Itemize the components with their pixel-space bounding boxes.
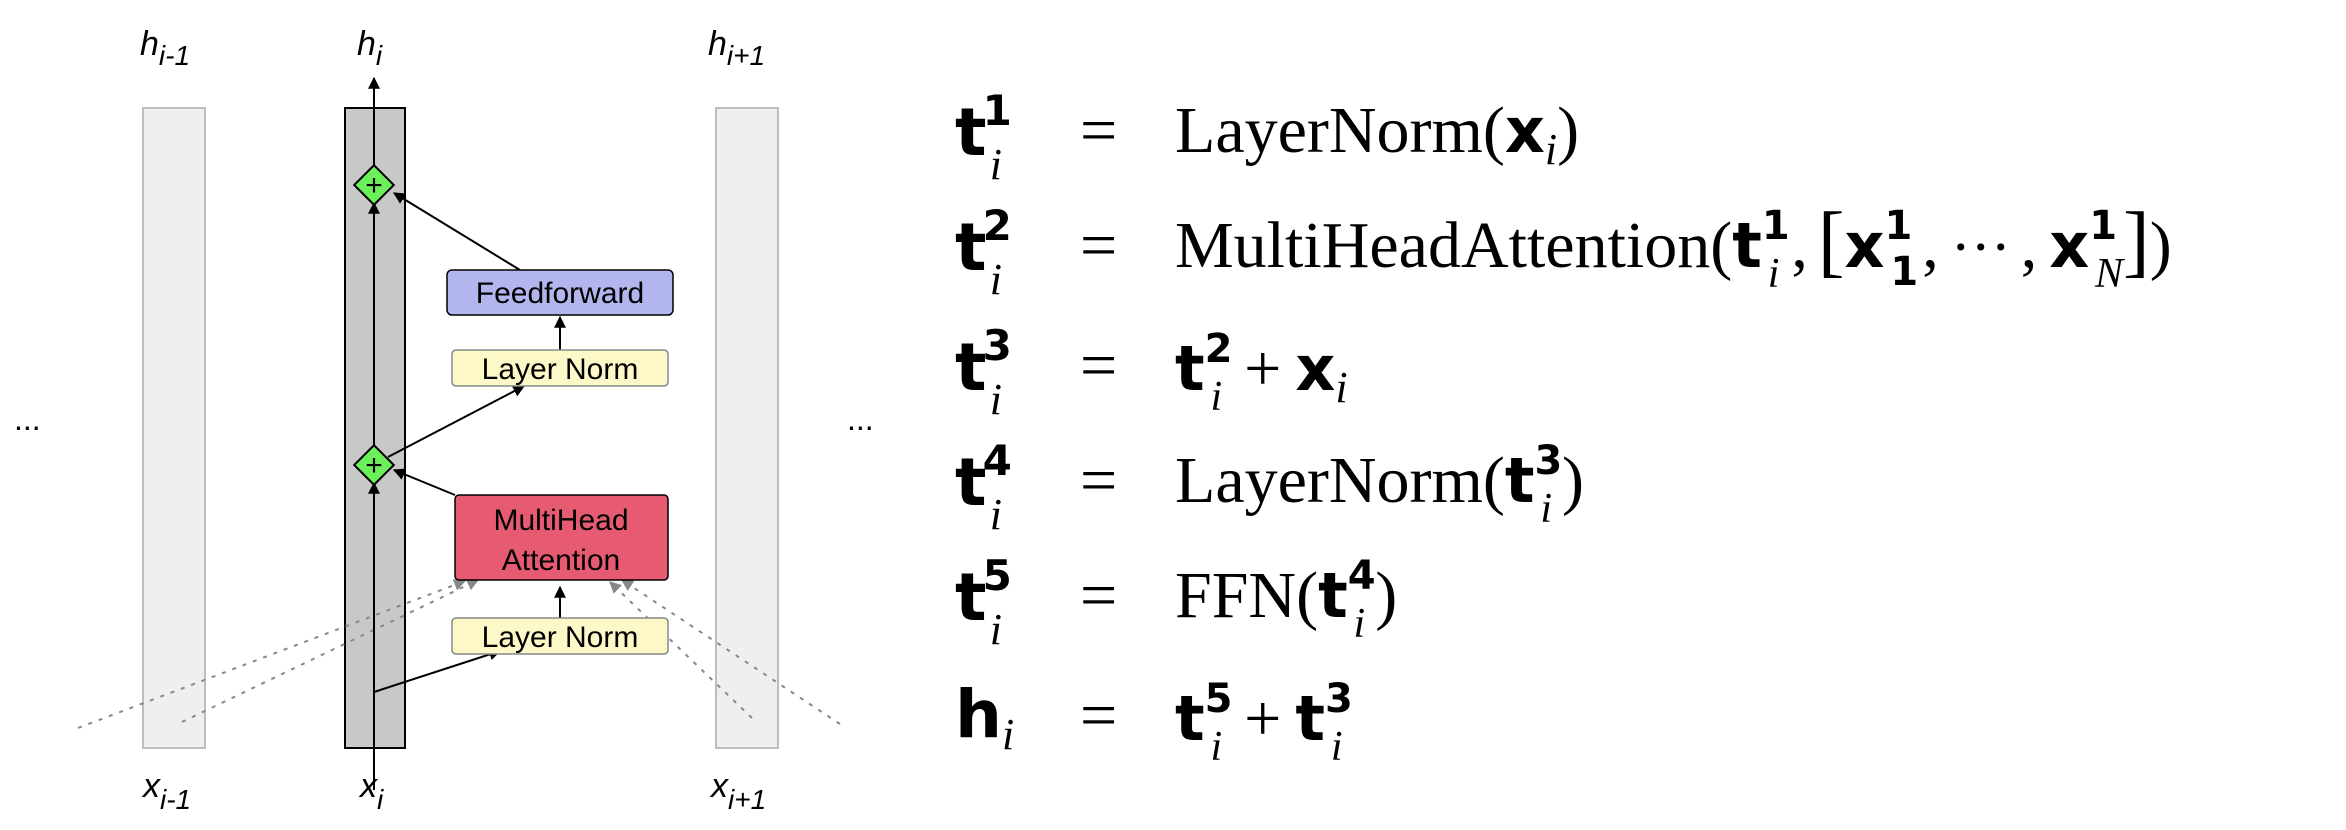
input-label-x-next: xi+1 <box>709 767 766 815</box>
attention-label-line1: MultiHead <box>493 504 628 537</box>
plus-icon: + <box>365 449 383 482</box>
plus-icon: + <box>365 169 383 202</box>
equation-equals: = <box>1080 329 1117 402</box>
equation-equals: = <box>1080 209 1117 282</box>
equation-equals: = <box>1080 679 1117 752</box>
dotted-connection-far-left <box>77 579 467 729</box>
multihead-attention-block: MultiHead Attention <box>454 494 669 581</box>
residual-add-node-top: + <box>352 163 396 207</box>
equation-equals: = <box>1080 94 1117 167</box>
input-label-x-prev: xi-1 <box>141 767 191 815</box>
block-connections <box>373 192 566 693</box>
layer-norm-bottom-label: Layer Norm <box>482 621 639 654</box>
equation-equals: = <box>1080 559 1117 632</box>
output-label-h-next: hi+1 <box>708 25 765 71</box>
layer-norm-bottom-block: Layer Norm <box>451 617 669 655</box>
arrow-input-to-layernorm-bottom <box>373 648 502 693</box>
ellipsis-right: ... <box>847 401 874 437</box>
layer-norm-top-label: Layer Norm <box>482 353 639 386</box>
arrow-plus-to-layernorm-top <box>387 385 526 458</box>
right-neighbor-column <box>715 107 779 749</box>
attention-input-connections <box>77 579 841 729</box>
ellipsis-left: ... <box>14 401 41 437</box>
output-label-h-prev: hi-1 <box>140 25 190 71</box>
arrow-feedforward-to-plus <box>392 192 521 271</box>
feedforward-label: Feedforward <box>476 277 644 310</box>
input-label-x-current: xi <box>358 767 384 815</box>
equation-rhs: LayerNorm(xi) <box>1175 94 1579 174</box>
left-neighbor-column <box>142 107 206 749</box>
attention-label-line2: Attention <box>502 544 620 577</box>
feedforward-block: Feedforward <box>446 269 674 316</box>
layer-norm-top-block: Layer Norm <box>451 349 669 387</box>
dotted-connection-left <box>181 579 480 723</box>
equation-lhs: hi <box>955 676 1014 759</box>
arrow-attention-to-plus <box>392 468 456 496</box>
output-label-h-current: hi <box>357 25 383 71</box>
residual-add-node-bottom: + <box>352 443 396 487</box>
equation-equals: = <box>1080 444 1117 517</box>
